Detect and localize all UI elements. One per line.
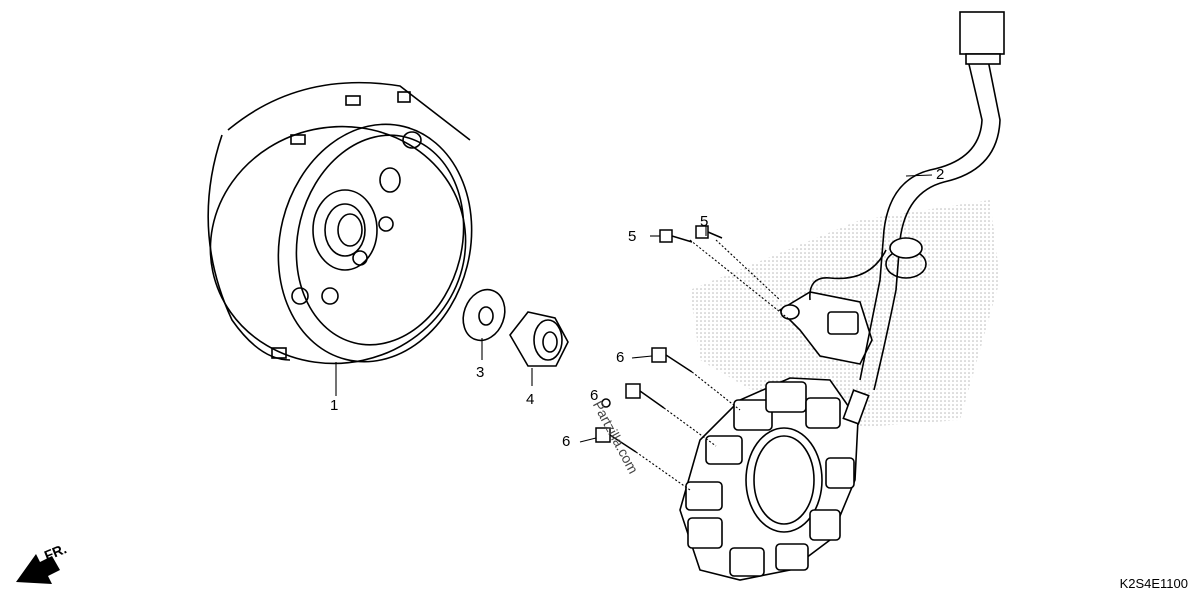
bolt-6a (651, 347, 693, 373)
stator-assembly (679, 377, 859, 581)
callout-4: 4 (526, 391, 535, 408)
callout-3: 3 (476, 364, 485, 381)
wire-harness (809, 11, 1005, 425)
callout-6-upper: 6 (616, 349, 625, 366)
flange-nut (509, 311, 569, 367)
bolt-6c (595, 427, 637, 453)
callout-5-left: 5 (628, 228, 637, 245)
callout-6-middle: 6 (590, 387, 599, 404)
callout-5-upper: 5 (700, 213, 709, 230)
callout-1: 1 (330, 397, 339, 414)
callout-6-lower: 6 (562, 433, 571, 450)
leader-lines (335, 174, 933, 491)
flywheel-rotor (207, 81, 473, 365)
bolt-6b (625, 383, 665, 409)
bolt-5a (659, 229, 693, 243)
washer (462, 288, 506, 342)
callout-2: 2 (936, 166, 945, 183)
front-arrow-icon (16, 554, 60, 584)
bolt-5b (695, 225, 723, 239)
diagram-code: K2S4E1100 (1119, 576, 1188, 591)
